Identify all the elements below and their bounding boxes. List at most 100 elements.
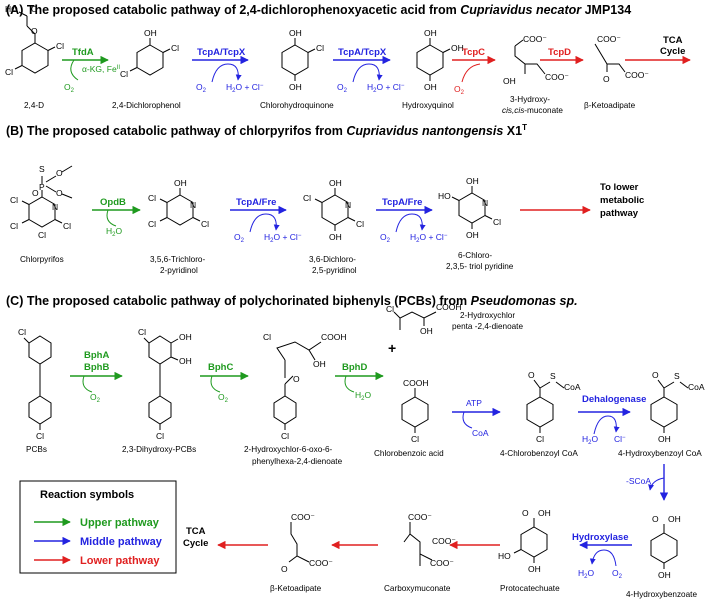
lower-label-1: To lower	[600, 182, 639, 193]
cofactor-coa: CoA	[472, 428, 489, 438]
lower-label-2: metabolic	[600, 195, 644, 206]
svg-text:Cl: Cl	[411, 434, 419, 444]
enzyme-opdb: OpdB	[100, 197, 126, 208]
cofactor-arc-dehal	[593, 415, 620, 435]
structure-trichloropyridinol: OH N Cl Cl Cl	[148, 178, 209, 229]
enzyme-tcpd: TcpD	[548, 47, 571, 58]
svg-text:OH: OH	[289, 28, 302, 38]
enzyme-tcpa-fre-1: TcpA/Fre	[236, 197, 276, 208]
structure-2-4-d: O HO O Cl Cl	[5, 4, 64, 77]
svg-text:N: N	[190, 200, 196, 210]
compound-hpd-2: penta -2,4-dienoate	[452, 322, 523, 331]
cofactor-o2-a2: O2	[196, 82, 207, 94]
structure-pcbs: Cl Cl	[18, 327, 52, 441]
enzyme-bphb: BphB	[84, 362, 109, 373]
svg-text:COO⁻: COO⁻	[430, 558, 454, 568]
panel-c-title: (C) The proposed catabolic pathway of po…	[6, 294, 578, 308]
structure-protocatechuate: O OH HO OH	[498, 508, 551, 574]
svg-text:Cl: Cl	[38, 230, 46, 240]
compound-protocatechuate: Protocatechuate	[500, 584, 560, 593]
compound-hydroxymuconate-1: 3-Hydroxy-	[510, 95, 550, 104]
svg-text:O: O	[293, 374, 300, 384]
structure-dichlorophenol: OH Cl Cl	[120, 28, 179, 79]
cofactor-arc-1	[211, 63, 242, 83]
enzyme-tfda: TfdA	[72, 47, 94, 58]
svg-text:Cl: Cl	[36, 431, 44, 441]
tca-label-a-2: Cycle	[660, 46, 685, 57]
legend-label-lower: Lower pathway	[80, 555, 160, 567]
svg-text:Cl: Cl	[316, 43, 324, 53]
compound-chlorohydroquinone: Chlorohydroquinone	[260, 101, 334, 110]
svg-text:COO⁻: COO⁻	[291, 512, 315, 522]
svg-text:O: O	[652, 370, 659, 380]
svg-text:OH: OH	[451, 43, 464, 53]
svg-text:O: O	[31, 4, 38, 14]
enzyme-hydroxylase: Hydroxylase	[572, 532, 629, 543]
panel-a-title: (A) The proposed catabolic pathway of 2,…	[6, 3, 631, 17]
cofactor-h2o-cl-b3: H2O + Cl−	[410, 232, 448, 244]
compound-chlorobenzoyl-coa: 4-Chlorobenzoyl CoA	[500, 449, 578, 458]
cofactor-arc-scoa	[648, 477, 665, 491]
compound-hopda-1: 2-Hydroxychlor-6-oxo-6-	[244, 445, 333, 454]
cofactor-o2-c5: O2	[612, 568, 623, 580]
svg-text:COOH: COOH	[321, 332, 347, 342]
cofactor-arc-opdb	[106, 209, 117, 227]
compound-trichloropyridinol-2: 2-pyridinol	[160, 266, 198, 275]
svg-text:Cl: Cl	[281, 431, 289, 441]
cofactor-h2o-cl-b2: H2O + Cl−	[264, 232, 302, 244]
svg-text:O: O	[56, 168, 63, 178]
compound-dihydroxy-pcbs: 2,3-Dihydroxy-PCBs	[122, 445, 196, 454]
svg-text:OH: OH	[424, 82, 437, 92]
structure-carboxymuconate: COO⁻ COO⁻ COO⁻	[403, 512, 456, 568]
cofactor-o2-b3: O2	[380, 232, 391, 244]
svg-text:Cl: Cl	[263, 332, 271, 342]
svg-text:COO⁻: COO⁻	[309, 558, 333, 568]
svg-text:OH: OH	[289, 82, 302, 92]
structure-hopda: Cl COOH OH O Cl	[263, 332, 347, 441]
svg-text:COOH: COOH	[403, 378, 429, 388]
svg-text:O: O	[603, 74, 610, 84]
svg-text:S: S	[550, 371, 556, 381]
svg-text:COO⁻: COO⁻	[545, 72, 569, 82]
svg-text:OH: OH	[179, 356, 192, 366]
cofactor-arc-atp	[462, 411, 473, 429]
cofactor-o2-c1: O2	[90, 392, 101, 404]
svg-text:OH: OH	[668, 514, 681, 524]
svg-text:OH: OH	[658, 434, 671, 444]
svg-text:Cl: Cl	[63, 221, 71, 231]
cofactor-h2o-b1: H2O	[106, 226, 122, 238]
svg-text:N: N	[52, 202, 58, 212]
legend-box	[19, 480, 177, 574]
svg-text:Cl: Cl	[138, 327, 146, 337]
enzyme-bphc: BphC	[208, 362, 233, 373]
cofactor-h2o-c4: H2O	[582, 434, 598, 446]
svg-text:OH: OH	[466, 230, 479, 240]
cofactor-o2-a1: O2	[64, 82, 75, 94]
structure-dichloropyridinol: OH N Cl Cl OH	[303, 178, 364, 242]
svg-text:Cl: Cl	[493, 217, 501, 227]
cofactor-akg: α-KG, FeII	[82, 64, 120, 74]
cofactor-atp: ATP	[466, 398, 482, 408]
svg-text:Cl: Cl	[148, 193, 156, 203]
svg-text:OH: OH	[144, 28, 157, 38]
enzyme-tcpa-fre-2: TcpA/Fre	[382, 197, 422, 208]
structure-hydroxymuconate: COO⁻ COO⁻ OH	[503, 34, 569, 86]
svg-text:Cl: Cl	[156, 431, 164, 441]
cofactor-arc-tfda	[70, 59, 79, 81]
svg-text:OH: OH	[329, 178, 342, 188]
structure-hydroxyquinol: OH OH OH	[416, 28, 464, 92]
cofactor-o2-a3: O2	[337, 82, 348, 94]
cofactor-cl-c4: Cl−	[614, 434, 626, 444]
svg-text:S: S	[674, 371, 680, 381]
compound-hydroxyquinol: Hydroxyquinol	[402, 101, 454, 110]
tca-label-c-1: TCA	[186, 526, 206, 537]
svg-text:Cl: Cl	[148, 219, 156, 229]
cofactor-arc-bphab	[82, 375, 93, 393]
structure-ketoadipate-a: COO⁻ COO⁻ O	[594, 34, 649, 84]
svg-text:O: O	[652, 514, 659, 524]
cofactor-arc-bphc	[210, 375, 221, 393]
compound-chlorotriol-1: 6-Chloro-	[458, 251, 492, 260]
svg-text:O: O	[522, 508, 529, 518]
enzyme-bphd: BphD	[342, 362, 367, 373]
svg-text:OH: OH	[313, 359, 326, 369]
